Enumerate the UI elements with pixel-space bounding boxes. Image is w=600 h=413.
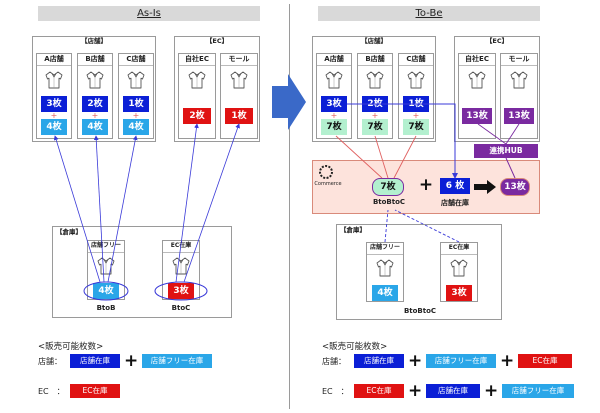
warehouse-name: EC在庫 xyxy=(441,243,477,255)
tobe-hub-line xyxy=(505,157,516,179)
store-name: B店舗 xyxy=(78,54,112,66)
commerce-brand-label: Commerce xyxy=(314,181,342,187)
store-name: A店舗 xyxy=(317,54,351,66)
store-name: C店舗 xyxy=(399,54,433,66)
center-divider xyxy=(289,4,290,409)
asis-btob-highlight xyxy=(83,281,129,301)
plus-icon: + xyxy=(132,111,140,120)
tobe-store-c-pool-badge: 7枚 xyxy=(403,119,429,135)
asis-warehouse-ec-badge: 3枚 xyxy=(168,283,194,299)
right-arrow-icon xyxy=(474,180,496,194)
plus-icon: + xyxy=(371,111,379,120)
integration-hub-badge: 連携HUB xyxy=(474,144,538,158)
asis-warehouse-free-badge: 4枚 xyxy=(93,283,119,299)
plus-icon: + xyxy=(500,351,515,371)
tobe-warehouse-sub-label: BtoBtoC xyxy=(403,307,437,315)
asis-btoc-highlight xyxy=(154,281,208,301)
plus-icon: + xyxy=(50,111,58,120)
asis-stores-label: 【店舗】 xyxy=(81,37,107,45)
store-name: A店舗 xyxy=(37,54,71,66)
ec-name: モール xyxy=(501,54,537,66)
asis-flow-line xyxy=(93,135,105,283)
plus-icon: + xyxy=(124,351,139,371)
ec-name: 自社EC xyxy=(459,54,495,66)
tobe-legend-free-stock: 店舗フリー在庫 xyxy=(426,354,496,368)
tobe-store-stock-line xyxy=(347,103,458,179)
tobe-total-badge: 13枚 xyxy=(500,178,530,196)
plus-icon: + xyxy=(408,381,423,401)
tobe-warehouse-label: 【倉庫】 xyxy=(340,226,366,234)
tobe-flow-line xyxy=(374,135,389,179)
tobe-ec-label: 【EC】 xyxy=(485,37,509,45)
plus-icon: + xyxy=(330,111,338,120)
asis-legend-store-stock: 店舗在庫 xyxy=(70,354,120,368)
store-name: B店舗 xyxy=(358,54,392,66)
to-be-header: To-Be xyxy=(318,6,540,21)
ec-name: モール xyxy=(221,54,257,66)
tobe-ec-mall-badge: 13枚 xyxy=(504,108,534,124)
asis-btob-label: BtoB xyxy=(96,304,116,312)
tobe-flow-line xyxy=(335,135,383,179)
tobe-ec-card-own: 自社EC xyxy=(458,53,496,139)
tobe-warehouse-free-badge: 4枚 xyxy=(372,285,398,301)
tobe-warehouse-dashed-line xyxy=(394,209,460,243)
tobe-store-stock-label: 店舗在庫 xyxy=(441,199,469,207)
tobe-legend-store-stock-2: 店舗在庫 xyxy=(426,384,480,398)
asis-store-b-free-badge: 4枚 xyxy=(82,119,108,135)
tobe-ec-own-badge: 13枚 xyxy=(462,108,492,124)
asis-ec-label: 【EC】 xyxy=(205,37,229,45)
tobe-hub-line xyxy=(477,123,507,145)
tobe-store-a-pool-badge: 7枚 xyxy=(321,119,347,135)
tobe-legend-store-stock: 店舗在庫 xyxy=(354,354,404,368)
tobe-legend-store-label: 店舗： xyxy=(322,357,346,366)
asis-ec-mall-badge: 1枚 xyxy=(225,108,253,124)
plus-icon: + xyxy=(91,111,99,120)
plus-icon: + xyxy=(418,175,434,195)
asis-store-a-stock-badge: 3枚 xyxy=(41,96,67,112)
asis-flow-line xyxy=(183,123,240,283)
asis-legend-store-label: 店舗： xyxy=(38,357,62,366)
ec-name: 自社EC xyxy=(179,54,215,66)
tobe-legend-free-stock-2: 店舗フリー在庫 xyxy=(502,384,574,398)
asis-btoc-label: BtoC xyxy=(171,304,191,312)
tobe-legend-ec-stock: EC在庫 xyxy=(518,354,572,368)
commerce-logo-icon xyxy=(319,165,333,179)
as-is-header: As-Is xyxy=(38,6,260,21)
asis-warehouse-label: 【倉庫】 xyxy=(56,228,82,236)
tobe-warehouse-dashed-line xyxy=(384,209,389,243)
asis-flow-line xyxy=(107,135,138,283)
tobe-pool-badge: 7枚 xyxy=(372,178,404,196)
plus-icon: + xyxy=(408,351,423,371)
tobe-legend-ec-stock-2: EC在庫 xyxy=(354,384,404,398)
tobe-pool-label: BtoBtoC xyxy=(372,198,406,206)
asis-store-c-stock-badge: 1枚 xyxy=(123,96,149,112)
tobe-store-a-stock-badge: 3枚 xyxy=(321,96,347,112)
plus-icon: + xyxy=(412,111,420,120)
tobe-flow-line xyxy=(393,135,417,179)
plus-icon: + xyxy=(484,381,499,401)
asis-warehouse-frame xyxy=(52,226,232,318)
asis-legend-ec-label: EC ： xyxy=(38,387,65,396)
tobe-legend-ec-label: EC ： xyxy=(322,387,349,396)
tobe-hub-line xyxy=(505,123,520,145)
tobe-store-stock-badge: 6 枚 xyxy=(440,178,470,194)
tobe-stores-label: 【店舗】 xyxy=(361,37,387,45)
tobe-warehouse-ec-badge: 3枚 xyxy=(446,285,472,301)
asis-store-a-free-badge: 4枚 xyxy=(41,119,67,135)
tobe-legend-title: <販売可能枚数> xyxy=(322,342,388,352)
warehouse-name: 店舗フリー xyxy=(367,243,403,255)
asis-store-c-free-badge: 4枚 xyxy=(123,119,149,135)
asis-legend-ec-stock: EC在庫 xyxy=(70,384,120,398)
store-name: C店舗 xyxy=(119,54,153,66)
asis-flow-line xyxy=(175,123,199,283)
asis-legend-title: <販売可能枚数> xyxy=(38,342,104,352)
warehouse-name: 店舗フリー xyxy=(88,241,124,253)
transition-arrow-icon xyxy=(272,74,306,130)
asis-flow-line xyxy=(53,135,101,283)
asis-store-b-stock-badge: 2枚 xyxy=(82,96,108,112)
asis-legend-free-stock: 店舗フリー在庫 xyxy=(142,354,212,368)
tobe-store-b-pool-badge: 7枚 xyxy=(362,119,388,135)
asis-ec-own-badge: 2枚 xyxy=(183,108,211,124)
